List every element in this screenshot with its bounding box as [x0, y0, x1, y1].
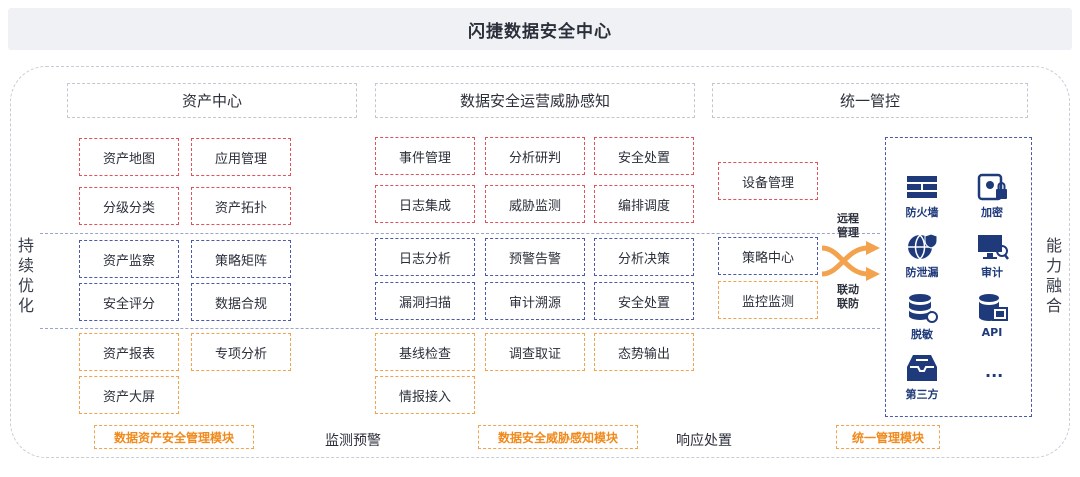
- globe-shield-icon: [908, 233, 938, 260]
- threat-box-decision: 分析决策: [594, 238, 694, 276]
- capability-label: 第三方: [905, 388, 939, 401]
- capability-third-party: 第三方: [892, 352, 952, 402]
- module-label-asset: 数据资产安全管理模块: [94, 425, 254, 449]
- api-database-icon: [979, 294, 1008, 321]
- threat-box-alert: 预警告警: [485, 238, 585, 276]
- threat-box-monitor: 威胁监测: [485, 185, 585, 223]
- capability-label: 脱敏: [911, 328, 933, 341]
- outer-frame: [10, 66, 1070, 458]
- side-label-right: 能力融合: [1045, 236, 1062, 315]
- capability-firewall: 防火墙: [892, 172, 952, 220]
- control-box-device: 设备管理: [718, 162, 818, 200]
- column-header-control: 统一管控: [712, 83, 1028, 118]
- capability-encryption: 加密: [962, 172, 1022, 220]
- threat-box-log-integ: 日志集成: [375, 185, 475, 223]
- monitor-audit-icon: [978, 235, 1009, 260]
- separator-line-2: [40, 328, 880, 329]
- threat-box-dispose-1: 安全处置: [594, 137, 694, 175]
- separator-line-1: [40, 233, 880, 234]
- column-header-threat: 数据安全运营威胁感知: [375, 83, 695, 118]
- linkage-defense-label: 联动联防: [837, 283, 859, 310]
- firewall-icon: [907, 176, 937, 198]
- asset-box-screen: 资产大屏: [79, 376, 179, 414]
- capability-masking: 脱敏: [892, 292, 952, 342]
- capability-label: 防火墙: [905, 206, 939, 219]
- database-icon: [909, 294, 938, 323]
- threat-box-situation: 态势输出: [594, 333, 694, 371]
- asset-box-special: 专项分析: [191, 333, 291, 371]
- threat-box-audit-trace: 审计溯源: [485, 282, 585, 320]
- column-header-asset: 资产中心: [67, 83, 357, 118]
- side-label-left: 持续优化: [17, 236, 34, 315]
- bottom-label-monitor: 监测预警: [325, 433, 381, 449]
- asset-box-topology: 资产拓扑: [191, 187, 291, 225]
- threat-box-baseline: 基线检查: [375, 333, 475, 371]
- control-box-policy: 策略中心: [718, 237, 818, 275]
- capability-label: 审计: [981, 266, 1003, 279]
- remote-management-label: 远程管理: [837, 212, 859, 239]
- asset-box-matrix: 策略矩阵: [191, 240, 291, 278]
- capability-audit: 审计: [962, 232, 1022, 280]
- capability-label: 加密: [981, 206, 1003, 219]
- threat-box-orchestrate: 编排调度: [594, 185, 694, 223]
- asset-box-app: 应用管理: [191, 138, 291, 176]
- threat-box-forensics: 调查取证: [485, 333, 585, 371]
- crossing-arrows-icon: [821, 241, 880, 281]
- threat-box-dispose-2: 安全处置: [594, 282, 694, 320]
- capability-label: 防泄漏: [905, 266, 939, 279]
- bottom-label-response: 响应处置: [676, 433, 732, 449]
- asset-box-map: 资产地图: [79, 138, 179, 176]
- capability-label: API: [981, 326, 1003, 339]
- asset-box-score: 安全评分: [79, 283, 179, 321]
- control-box-monitor: 监控监测: [718, 281, 818, 319]
- module-label-control: 统一管理模块: [836, 425, 940, 449]
- threat-box-log-analysis: 日志分析: [375, 238, 475, 276]
- title-bar: 闪捷数据安全中心: [8, 8, 1072, 50]
- asset-box-inspect: 资产监察: [79, 240, 179, 278]
- asset-box-classify: 分级分类: [79, 187, 179, 225]
- threat-box-intel: 情报接入: [375, 376, 475, 414]
- asset-box-report: 资产报表: [79, 333, 179, 371]
- more-capabilities: ...: [985, 362, 1004, 381]
- encrypted-drive-icon: [977, 173, 1007, 201]
- module-label-threat: 数据安全威胁感知模块: [478, 425, 638, 449]
- asset-box-compliance: 数据合规: [191, 283, 291, 321]
- capability-api: API: [962, 292, 1022, 339]
- page-title: 闪捷数据安全中心: [468, 21, 612, 42]
- capability-dlp: 防泄漏: [892, 232, 952, 280]
- threat-box-vuln-scan: 漏洞扫描: [375, 282, 475, 320]
- threat-box-analysis: 分析研判: [485, 137, 585, 175]
- inbox-tray-icon: [907, 355, 937, 381]
- threat-box-event: 事件管理: [375, 137, 475, 175]
